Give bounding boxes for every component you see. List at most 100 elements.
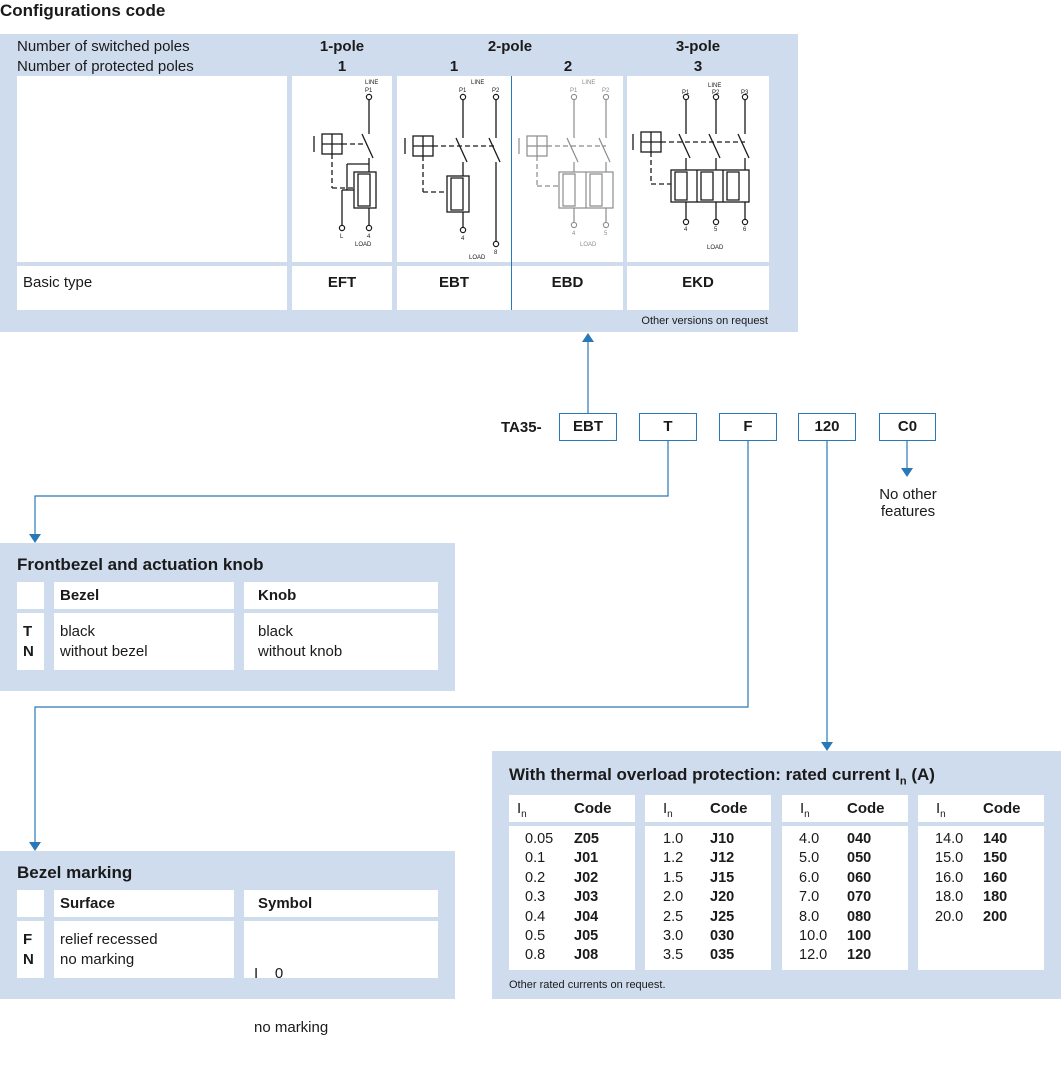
- rc-header-3: In Code: [782, 795, 908, 822]
- type-cell-ekd: EKD: [627, 266, 769, 310]
- arrow-up-icon: [582, 333, 594, 342]
- eft-line-label: LINE: [365, 80, 378, 86]
- surface-values: relief recessed no marking: [60, 930, 158, 970]
- type-cell-ebt: EBT: [397, 266, 511, 310]
- rc-code-header: Code: [847, 800, 885, 817]
- eft-circuit-diagram: LINE P1 L 4 LOAD: [313, 80, 378, 248]
- marking-code-n: N: [23, 951, 34, 968]
- knob-header-label: Knob: [258, 587, 297, 604]
- rc-in-header: In: [800, 800, 810, 820]
- ebd-circuit-diagram: LINE P1 P2 4 5 LOAD: [518, 80, 614, 248]
- knob-values: black without knob: [258, 622, 342, 662]
- ebd-line-label: LINE: [582, 80, 595, 86]
- marking-code-f: F: [23, 931, 33, 948]
- rc-code-header: Code: [574, 800, 612, 817]
- connector-lines: [29, 333, 913, 851]
- ekd-p3-label: P3: [741, 90, 749, 96]
- marking-codes-cell: F N: [17, 921, 44, 978]
- no-other-features-line2: features: [880, 503, 936, 520]
- protected-count-ebd: 2: [563, 58, 573, 75]
- rated-current-title-unit: (A): [906, 765, 935, 784]
- rated-current-title-text: With thermal overload protection: rated …: [509, 765, 900, 784]
- protected-count-ekd: 3: [693, 58, 703, 75]
- frontbezel-codes: T N: [23, 622, 34, 662]
- rc-header-2: In Code: [645, 795, 771, 822]
- ekd-p2-label: P2: [712, 90, 720, 96]
- eft-load-label: LOAD: [355, 242, 372, 248]
- code-box-basic-type: EBT: [559, 413, 617, 441]
- rated-current-title-sub: n: [899, 775, 907, 788]
- ekd-line-label: LINE: [708, 83, 721, 89]
- ekd-terminal-4: 4: [684, 227, 688, 233]
- frontbezel-knob-values-cell: black without knob: [244, 613, 438, 670]
- type-ekd: EKD: [682, 274, 714, 291]
- marking-symbol-values-cell: I 0 no marking: [244, 921, 438, 1036]
- frontbezel-code-n: N: [23, 643, 34, 660]
- bezel-marking-title: Bezel marking: [17, 863, 133, 882]
- protected-count-ebt: 1: [449, 58, 459, 75]
- two-pole-divider: [511, 76, 512, 310]
- eft-terminal-l: L: [340, 234, 344, 240]
- basic-type-label-cell: Basic type: [17, 266, 287, 310]
- arrow-down-icon: [29, 842, 41, 851]
- rc-header-1: In Code: [509, 795, 635, 822]
- frontbezel-bezel-values-cell: black without bezel: [54, 613, 234, 670]
- type-cell-eft: EFT: [292, 266, 392, 310]
- type-ebt: EBT: [439, 274, 469, 291]
- bezel-values: black without bezel: [60, 622, 148, 662]
- ebd-load-label: LOAD: [580, 242, 597, 248]
- code-box-rated-current: 120: [798, 413, 856, 441]
- bezel-value-n: without bezel: [60, 643, 148, 660]
- bezel-value-t: black: [60, 623, 96, 640]
- code-box-bezel-marking: F: [719, 413, 777, 441]
- rc-code-header: Code: [710, 800, 748, 817]
- rc-in-header: In: [936, 800, 946, 820]
- marking-code-header: [17, 890, 44, 917]
- arrow-down-icon: [901, 468, 913, 477]
- symbol-value-f: I 0: [254, 965, 284, 982]
- ebt-terminal-4: 4: [461, 236, 465, 242]
- surface-value-f: relief recessed: [60, 931, 158, 948]
- frontbezel-code-t: T: [23, 623, 33, 640]
- switched-poles-label: Number of switched poles: [17, 38, 190, 55]
- ebt-load-label: LOAD: [469, 255, 486, 261]
- surface-header-label: Surface: [60, 895, 116, 912]
- ebt-p1-label: P1: [459, 88, 467, 94]
- marking-codes: F N: [23, 930, 34, 970]
- marking-surface-header: Surface: [54, 890, 234, 917]
- protected-count-eft: 1: [337, 58, 347, 75]
- arrow-down-icon: [29, 534, 41, 543]
- ekd-terminal-5: 5: [714, 227, 718, 233]
- frontbezel-bezel-header: Bezel: [54, 582, 234, 609]
- rated-current-footnote: Other rated currents on request.: [509, 979, 666, 991]
- no-other-features-line1: No other: [879, 486, 937, 503]
- frontbezel-codes-cell: T N: [17, 613, 44, 670]
- rc-in-header: In: [517, 800, 527, 820]
- ekd-circuit-diagram: LINE P1 P2 P3 4 5 6 LOAD: [632, 83, 750, 251]
- diagram-cell-ebt: [397, 76, 511, 262]
- ebd-terminal-4: 4: [572, 231, 576, 237]
- symbol-header-label: Symbol: [258, 895, 313, 912]
- bezel-header-label: Bezel: [60, 587, 100, 604]
- no-other-features-note: No other features: [858, 486, 958, 520]
- ebd-terminal-5: 5: [604, 231, 608, 237]
- knob-value-t: black: [258, 623, 294, 640]
- ekd-terminal-6: 6: [743, 227, 747, 233]
- pole-1-heading: 1-pole: [319, 38, 365, 55]
- type-eft: EFT: [327, 274, 357, 291]
- marking-surface-values-cell: relief recessed no marking: [54, 921, 234, 978]
- ebt-line-label: LINE: [471, 80, 484, 86]
- frontbezel-knob-header: Knob: [244, 582, 438, 609]
- rated-current-title: With thermal overload protection: rated …: [509, 765, 935, 787]
